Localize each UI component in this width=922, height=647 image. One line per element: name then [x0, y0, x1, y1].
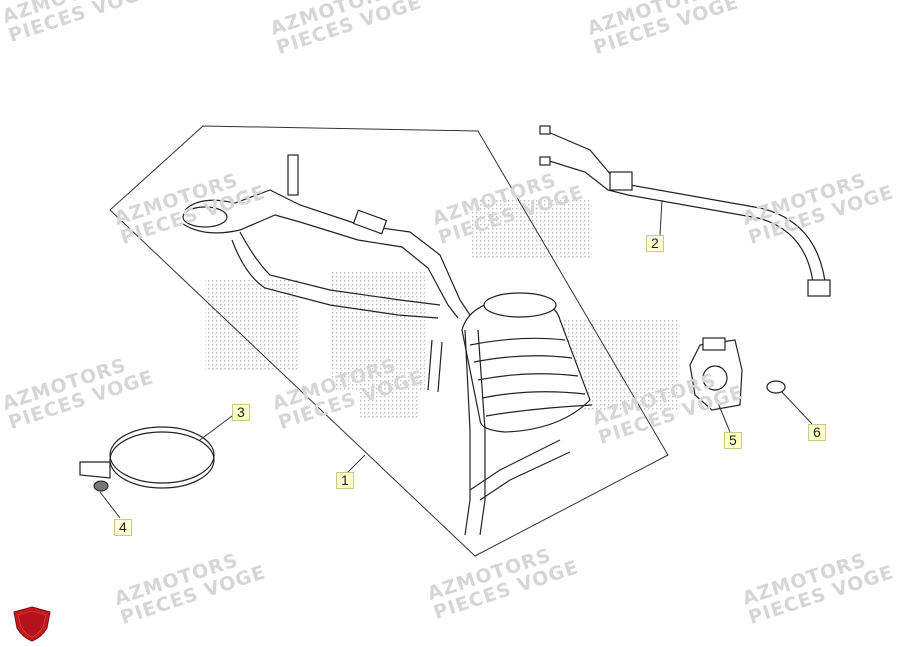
callout-part-5: 5 — [724, 432, 742, 449]
callout-part-1: 1 — [336, 472, 354, 489]
callout-part-6: 6 — [808, 424, 826, 441]
clamp-band — [79, 426, 215, 489]
azmotors-shield-logo — [13, 606, 51, 642]
callout-part-4: 4 — [114, 519, 132, 536]
leader-lines — [99, 199, 813, 519]
valve-part-5 — [689, 337, 743, 411]
assembly-outline — [109, 125, 669, 557]
exhaust-assembly — [182, 154, 593, 536]
callout-part-2: 2 — [646, 235, 664, 252]
fitting-part-6 — [766, 380, 786, 394]
secondary-pipe — [539, 125, 831, 297]
nut-part-4 — [93, 480, 109, 492]
callout-part-3: 3 — [232, 404, 250, 421]
